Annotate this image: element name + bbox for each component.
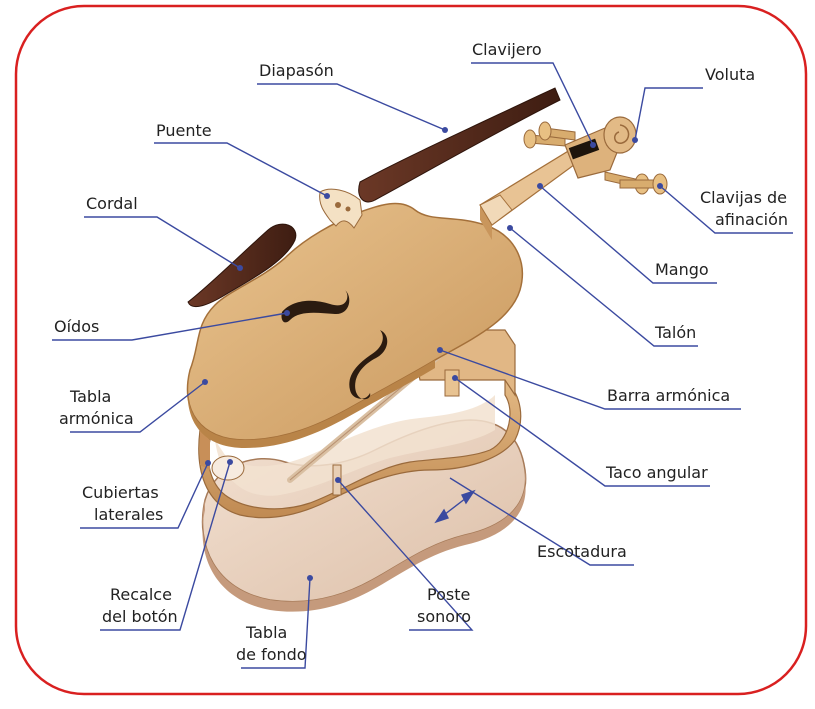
label-cubiertas-line2: laterales bbox=[94, 505, 163, 524]
label-poste-line2: sonoro bbox=[417, 607, 471, 626]
label-recalce-line1: Recalce bbox=[110, 585, 172, 604]
label-tabla-armonica-line1: Tabla bbox=[69, 387, 111, 406]
label-oidos: Oídos bbox=[54, 317, 99, 336]
label-puente: Puente bbox=[156, 121, 212, 140]
label-mango: Mango bbox=[655, 260, 709, 279]
label-diapason: Diapasón bbox=[259, 61, 334, 80]
label-clavijas-line1: Clavijas de bbox=[700, 188, 787, 207]
label-taco-angular: Taco angular bbox=[605, 463, 708, 482]
label-cordal: Cordal bbox=[86, 194, 138, 213]
label-barra-armonica: Barra armónica bbox=[607, 386, 730, 405]
label-poste-line1: Poste bbox=[427, 585, 470, 604]
label-recalce-line2: del botón bbox=[102, 607, 178, 626]
label-clavijas-line2: afinación bbox=[715, 210, 788, 229]
label-cubiertas-line1: Cubiertas bbox=[82, 483, 159, 502]
label-tabla-armonica-line2: armónica bbox=[59, 409, 134, 428]
label-tabla-fondo-line2: de fondo bbox=[236, 645, 307, 664]
label-escotadura: Escotadura bbox=[537, 542, 627, 561]
label-tabla-fondo-line1: Tabla bbox=[245, 623, 287, 642]
label-clavijero: Clavijero bbox=[472, 40, 542, 59]
label-talon: Talón bbox=[654, 323, 696, 342]
label-voluta: Voluta bbox=[705, 65, 755, 84]
